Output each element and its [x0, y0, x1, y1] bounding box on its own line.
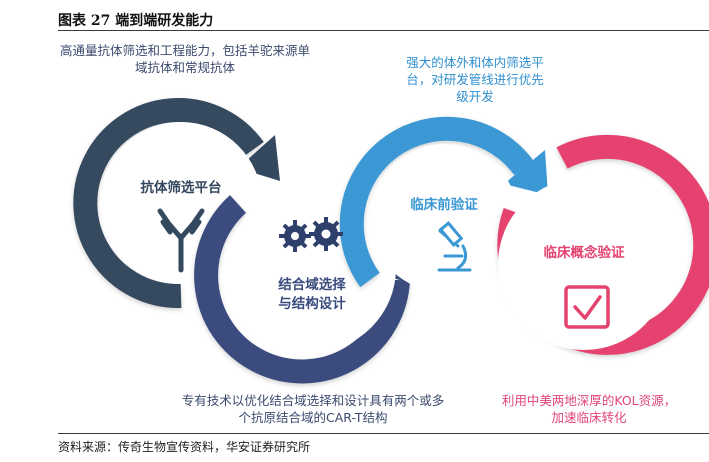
note-preclinical: 强大的体外和体内筛选平 台，对研发管线进行优先 级开发 — [406, 55, 544, 104]
note-antibody-screening: 高通量抗体筛选和工程能力，包括羊驼来源单 域抗体和常规抗体 — [59, 43, 310, 75]
figure-title: 图表 27 端到端研发能力 — [58, 13, 214, 29]
stage-3-arc — [339, 116, 548, 292]
microscope-icon — [437, 221, 472, 272]
stage-label-preclinical: 临床前验证 — [410, 197, 478, 213]
stage-label-clinical: 临床概念验证 — [543, 245, 625, 261]
top-rule — [58, 30, 709, 31]
antibody-icon — [157, 208, 205, 273]
source-note: 资料来源：传奇生物宣传资料，华安证券研究所 — [58, 440, 311, 454]
stage-label-antibody-screening: 抗体筛选平台 — [140, 180, 222, 196]
note-clinical: 利用中美两地深厚的KOL资源， 加速临床转化 — [501, 393, 677, 425]
stage-4-arc — [497, 134, 709, 355]
bottom-rule — [58, 433, 709, 434]
checkbox-icon — [564, 285, 610, 329]
note-binding-domain: 专有技术以优化结合域选择和设计具有两个或多 个抗原结合域的CAR-T结构 — [181, 393, 445, 425]
gears-icon — [279, 217, 343, 252]
stage-label-binding-domain: 结合域选择 与结构设计 — [278, 277, 346, 312]
